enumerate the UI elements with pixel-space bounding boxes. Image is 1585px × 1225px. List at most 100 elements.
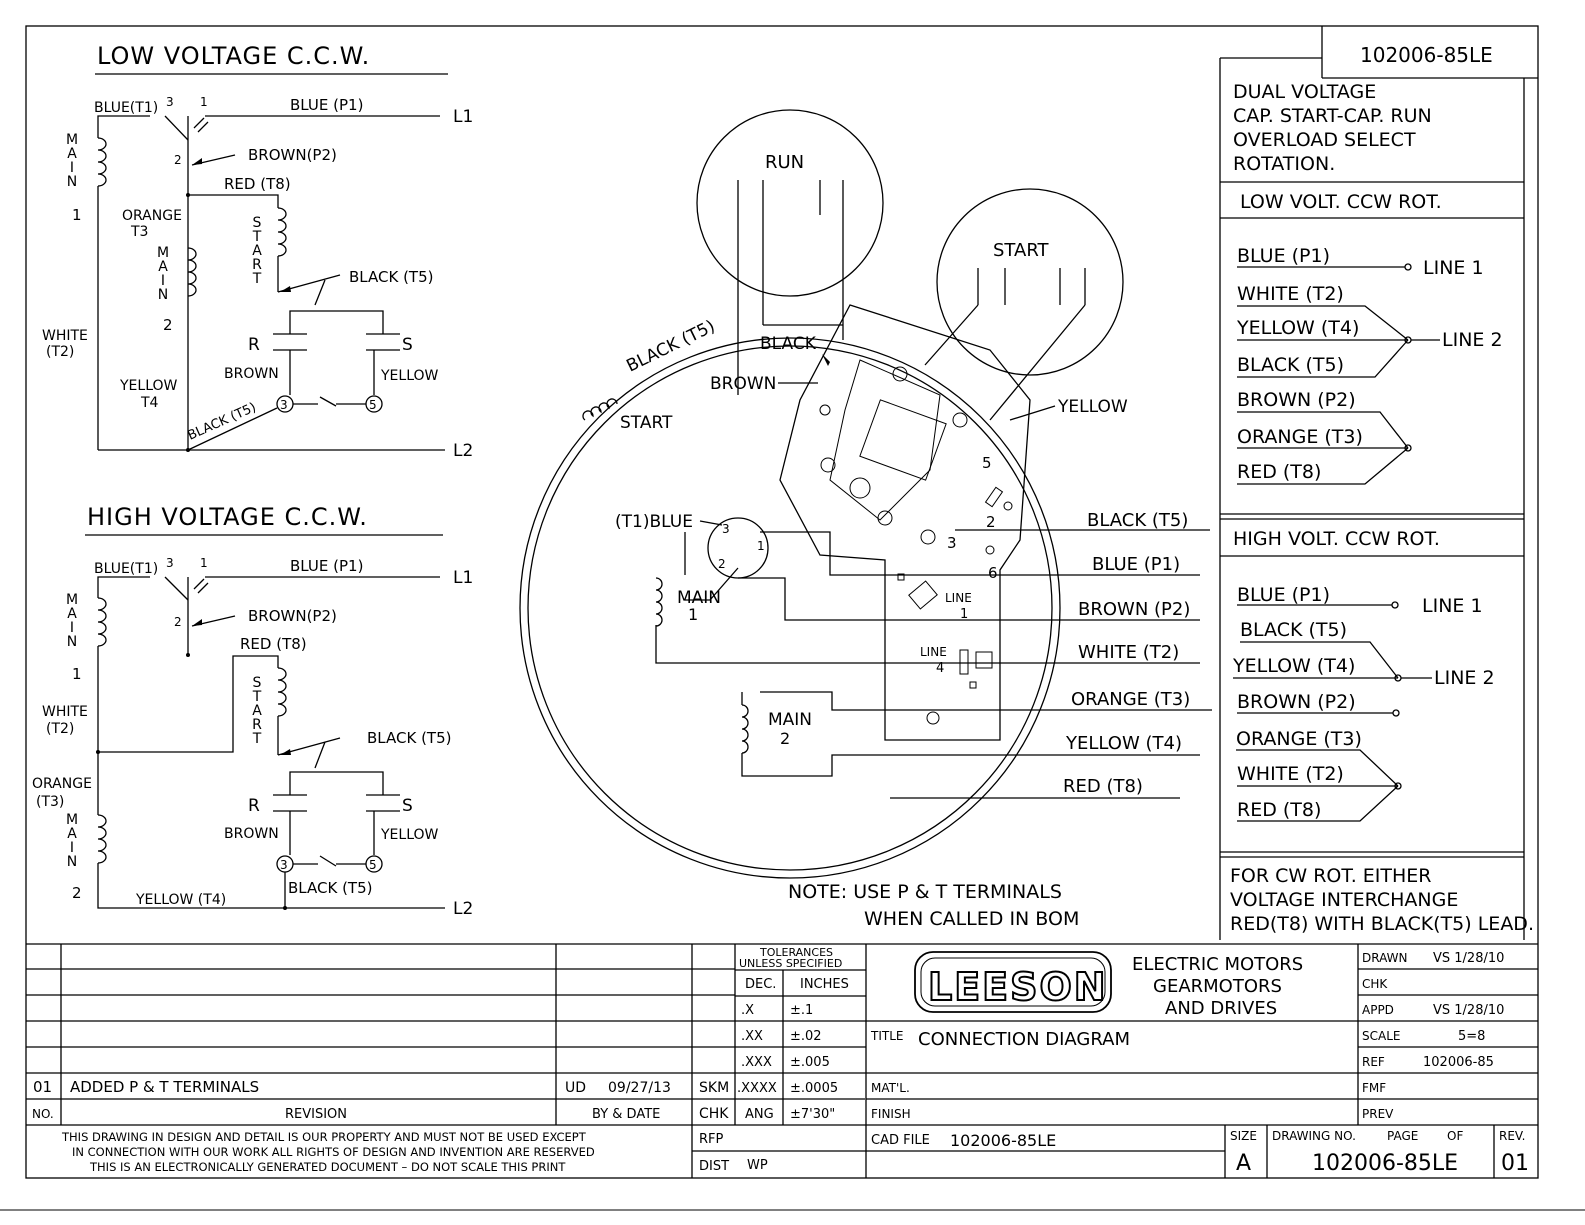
right-panel: 102006-85LE DUAL VOLTAGE CAP. START-CAP.…: [1219, 26, 1538, 940]
svg-text:FMF: FMF: [1362, 1081, 1386, 1095]
svg-text:3: 3: [166, 95, 174, 109]
svg-text:±7'30": ±7'30": [790, 1107, 835, 1122]
svg-text:MAIN: MAIN: [64, 812, 80, 868]
svg-text:ORANGE: ORANGE: [32, 776, 92, 792]
svg-text:5: 5: [369, 858, 377, 872]
run-capacitor-label: RUN: [765, 152, 804, 173]
svg-text:2: 2: [780, 729, 790, 748]
company-line-3: AND DRIVES: [1165, 998, 1277, 1019]
center-t1-blue: (T1)BLUE: [615, 512, 693, 532]
svg-text:APPD: APPD: [1362, 1003, 1394, 1017]
svg-text:2: 2: [174, 153, 182, 167]
start-capacitor: [936, 188, 1124, 376]
ref-value: 102006-85: [1423, 1055, 1494, 1070]
center-black-t5-arc: BLACK (T5): [623, 317, 718, 377]
high-l1: L1: [453, 568, 473, 588]
svg-text:1: 1: [72, 206, 82, 224]
svg-text:±.02: ±.02: [790, 1029, 822, 1044]
svg-text:R: R: [248, 335, 260, 355]
svg-text:1: 1: [72, 665, 82, 683]
low-yellow-s: YELLOW: [380, 368, 439, 384]
low-row: RED (T8): [1237, 461, 1321, 483]
revision-by: UD: [565, 1080, 586, 1096]
note-line-1: NOTE: USE P & T TERMINALS: [788, 881, 1062, 903]
high-row: BROWN (P2): [1237, 691, 1356, 713]
svg-text:±.0005: ±.0005: [790, 1081, 838, 1096]
lead-brown-p2: BROWN (P2): [1078, 599, 1190, 620]
low-l1: L1: [453, 107, 473, 127]
low-row: WHITE (T2): [1237, 283, 1344, 305]
high-row: BLACK (T5): [1240, 619, 1347, 641]
center-brown: BROWN: [710, 374, 776, 394]
low-red-t8: RED (T8): [224, 175, 291, 193]
svg-text:CAD FILE: CAD FILE: [871, 1133, 930, 1148]
scale-value: 5=8: [1458, 1029, 1485, 1044]
low-blue-t1: BLUE(T1): [94, 100, 158, 116]
svg-text:4: 4: [936, 661, 944, 676]
svg-text:SCALE: SCALE: [1362, 1029, 1400, 1043]
low-main2-label: MAIN: [155, 245, 171, 301]
revision-value: 01: [1501, 1151, 1529, 1176]
svg-text:.XXX: .XXX: [741, 1055, 772, 1070]
cw-note-2: VOLTAGE INTERCHANGE: [1230, 889, 1458, 911]
leeson-logo: LEESON: [914, 951, 1112, 1013]
high-voltage-ccw-schematic: HIGH VOLTAGE C.C.W. BLUE(T1) 3 1 BLUE (P…: [32, 503, 473, 919]
svg-text:BLUE(T1): BLUE(T1): [94, 561, 158, 577]
svg-text:R: R: [248, 796, 260, 816]
svg-text:1: 1: [200, 95, 208, 109]
svg-text:3: 3: [722, 522, 730, 536]
svg-text:(T3): (T3): [36, 794, 64, 810]
high-table-title: HIGH VOLT. CCW ROT.: [1233, 528, 1440, 550]
svg-text:REVISION: REVISION: [285, 1107, 347, 1122]
low-yellow: YELLOW: [119, 378, 178, 394]
svg-text:S: S: [402, 796, 413, 816]
svg-text:5: 5: [369, 398, 377, 412]
high-row: YELLOW (T4): [1232, 655, 1355, 677]
svg-text:2: 2: [163, 316, 173, 334]
svg-text:CHK: CHK: [1362, 977, 1388, 991]
svg-text:RFP: RFP: [699, 1132, 724, 1147]
motor-terminal-diagram: RUN START BLACK (T5) START BLACK BROWN Y…: [519, 109, 1212, 930]
svg-text:SKM: SKM: [699, 1080, 729, 1096]
company-line-2: GEARMOTORS: [1153, 976, 1282, 997]
cad-file: 102006-85LE: [950, 1131, 1056, 1150]
low-l2: L2: [453, 441, 473, 461]
svg-text:BY & DATE: BY & DATE: [592, 1107, 660, 1122]
note-line-2: WHEN CALLED IN BOM: [864, 908, 1079, 930]
disclaimer-2: IN CONNECTION WITH OUR WORK ALL RIGHTS O…: [72, 1145, 595, 1159]
high-line1: LINE 1: [1422, 595, 1483, 617]
svg-text:REF: REF: [1362, 1055, 1385, 1069]
cw-note-3: RED(T8) WITH BLACK(T5) LEAD.: [1230, 913, 1534, 935]
svg-text:BLACK (T5): BLACK (T5): [288, 879, 372, 897]
high-row: BLUE (P1): [1237, 584, 1330, 606]
low-white: WHITE: [42, 328, 88, 344]
svg-text:PREV: PREV: [1362, 1107, 1394, 1121]
svg-text:S: S: [402, 335, 413, 355]
svg-text:LINE: LINE: [945, 591, 972, 605]
high-row: RED (T8): [1237, 799, 1321, 821]
svg-text:TITLE: TITLE: [870, 1029, 903, 1043]
svg-text:PAGE: PAGE: [1387, 1129, 1418, 1143]
svg-text:BROWN(P2): BROWN(P2): [248, 607, 337, 625]
svg-text:2: 2: [72, 884, 82, 902]
svg-text:T3: T3: [130, 224, 148, 240]
svg-text:DRAWN: DRAWN: [1362, 951, 1408, 965]
svg-text:BLACK (T5): BLACK (T5): [367, 729, 451, 747]
svg-text:FINISH: FINISH: [871, 1107, 911, 1121]
center-main2: MAIN: [768, 710, 812, 730]
svg-text:OF: OF: [1447, 1129, 1463, 1143]
low-line2: LINE 2: [1442, 329, 1503, 351]
svg-text:3: 3: [166, 556, 174, 570]
svg-text:2: 2: [174, 615, 182, 629]
svg-text:DIST: DIST: [699, 1159, 729, 1174]
svg-text:DRAWING NO.: DRAWING NO.: [1272, 1129, 1356, 1143]
svg-text:.X: .X: [741, 1003, 754, 1018]
svg-text:±.1: ±.1: [790, 1003, 813, 1018]
revision-date: 09/27/13: [608, 1080, 671, 1096]
svg-text:YELLOW: YELLOW: [380, 827, 439, 843]
run-capacitor: [696, 109, 884, 297]
svg-text:WHITE: WHITE: [42, 704, 88, 720]
lead-blue-p1: BLUE (P1): [1092, 554, 1180, 575]
low-table-title: LOW VOLT. CCW ROT.: [1240, 191, 1442, 213]
